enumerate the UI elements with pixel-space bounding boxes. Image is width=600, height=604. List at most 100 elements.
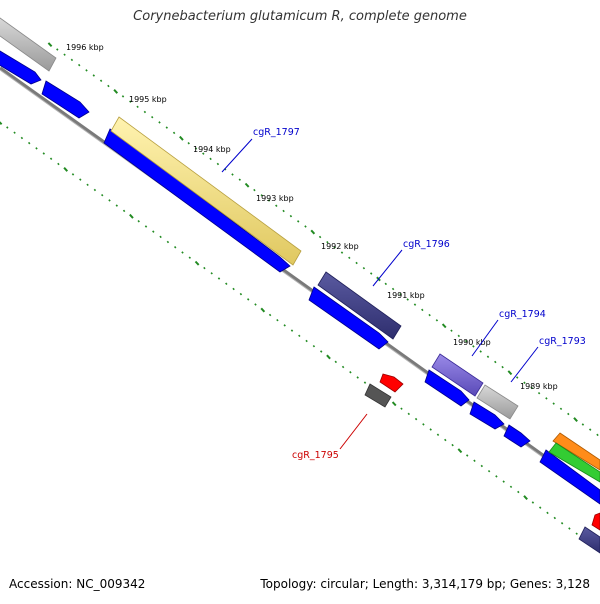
minor-tick xyxy=(537,391,541,395)
minor-tick xyxy=(362,266,366,270)
minor-tick xyxy=(465,454,469,457)
major-tick xyxy=(507,370,513,376)
minor-tick xyxy=(85,69,88,72)
minor-tick xyxy=(559,407,563,411)
minor-tick xyxy=(429,428,432,431)
gene-blue-arrow[interactable] xyxy=(469,401,505,430)
gene-cgR_1795-arrow[interactable] xyxy=(379,373,404,393)
gene-label-cgR_1796[interactable]: cgR_1796 xyxy=(403,239,450,250)
minor-tick xyxy=(107,84,110,88)
minor-tick xyxy=(79,178,82,181)
minor-tick xyxy=(517,490,520,494)
minor-tick xyxy=(479,350,482,353)
gene-label-cgR_1794[interactable]: cgR_1794 xyxy=(499,309,546,320)
minor-tick xyxy=(530,386,534,390)
minor-tick xyxy=(122,209,126,213)
minor-tick xyxy=(560,522,564,525)
minor-tick xyxy=(457,334,461,338)
minor-tick xyxy=(545,397,548,400)
kbp-label: 1991 kbp xyxy=(387,291,425,300)
minor-tick xyxy=(121,95,125,98)
gene-purple-block[interactable] xyxy=(578,526,600,554)
gene-dark-grey-arrow[interactable] xyxy=(364,383,392,408)
gene-label-cgR_1797[interactable]: cgR_1797 xyxy=(253,127,300,138)
accession-text: Accession: NC_009342 xyxy=(9,577,146,591)
minor-tick xyxy=(152,230,155,233)
minor-tick xyxy=(319,350,323,353)
leader-line-cgR_1793 xyxy=(510,346,539,383)
minor-tick xyxy=(546,511,549,515)
minor-tick xyxy=(391,287,395,291)
minor-tick xyxy=(144,225,148,228)
minor-tick xyxy=(115,204,119,207)
gene-blue-arrow[interactable] xyxy=(0,45,42,85)
major-tick xyxy=(260,307,266,313)
gene-label-cgR_1795[interactable]: cgR_1795 xyxy=(292,450,339,461)
minor-tick xyxy=(523,381,526,384)
upper-tick-row xyxy=(47,42,599,437)
gene-cgR_1796-block[interactable] xyxy=(317,271,402,340)
gene-blue-arrow[interactable] xyxy=(424,369,470,407)
kbp-label: 1994 kbp xyxy=(193,145,231,154)
minor-tick xyxy=(86,183,89,187)
minor-tick xyxy=(422,423,425,426)
gene-red-arrow[interactable] xyxy=(591,512,600,531)
minor-tick xyxy=(165,126,169,129)
minor-tick xyxy=(531,501,535,504)
gene-blue-arrow[interactable] xyxy=(308,286,389,350)
gene-grey-block[interactable] xyxy=(0,17,57,72)
minor-tick xyxy=(407,412,411,416)
gene-cgR_1794-block[interactable] xyxy=(431,353,484,397)
major-tick xyxy=(457,448,463,454)
major-tick xyxy=(441,323,447,329)
minor-tick xyxy=(334,360,338,364)
kbp-label: 1990 kbp xyxy=(453,338,491,347)
minor-tick xyxy=(356,376,359,379)
gene-grey-block[interactable] xyxy=(476,384,519,420)
minor-tick xyxy=(515,376,519,379)
minor-tick xyxy=(436,433,440,436)
minor-tick xyxy=(172,131,176,135)
major-tick xyxy=(310,229,316,235)
minor-tick xyxy=(340,251,344,254)
gene-blue-arrow[interactable] xyxy=(103,128,291,273)
minor-tick xyxy=(56,48,59,51)
minor-tick xyxy=(57,162,60,166)
minor-tick xyxy=(246,298,250,301)
minor-tick xyxy=(333,246,336,249)
minor-tick xyxy=(137,220,140,223)
minor-tick xyxy=(129,100,132,103)
minor-tick xyxy=(42,152,46,155)
minor-tick xyxy=(71,173,75,176)
minor-tick xyxy=(188,256,192,259)
leader-line-cgR_1795 xyxy=(339,413,368,450)
gene-blue-arrow[interactable] xyxy=(539,449,600,505)
minor-tick xyxy=(209,157,212,161)
minor-tick xyxy=(159,235,162,239)
major-tick xyxy=(523,495,528,500)
major-tick xyxy=(63,167,69,172)
minor-tick xyxy=(581,423,585,426)
minor-tick xyxy=(238,178,242,181)
minor-tick xyxy=(575,532,578,535)
minor-tick xyxy=(27,141,31,145)
minor-tick xyxy=(369,272,373,275)
minor-tick xyxy=(217,277,221,280)
minor-tick xyxy=(289,214,293,218)
minor-tick xyxy=(509,485,513,489)
minor-tick xyxy=(181,251,184,254)
reverse-strand-genes xyxy=(364,373,600,531)
gene-label-cgR_1793[interactable]: cgR_1793 xyxy=(539,336,586,347)
gene-labels: cgR_1797 cgR_1796 cgR_1794 cgR_1793 cgR_… xyxy=(253,127,586,461)
gene-blue-arrow[interactable] xyxy=(503,424,531,448)
gene-cgR_1797-block[interactable] xyxy=(110,116,302,266)
gene-orange-block[interactable] xyxy=(552,432,600,471)
leader-line-cgR_1794 xyxy=(471,319,499,357)
gene-blue-arrow[interactable] xyxy=(41,80,90,119)
minor-tick xyxy=(216,162,220,166)
minor-tick xyxy=(77,63,81,67)
minor-tick xyxy=(13,131,16,134)
minor-tick xyxy=(553,516,557,520)
gene-green-block[interactable] xyxy=(548,442,600,483)
